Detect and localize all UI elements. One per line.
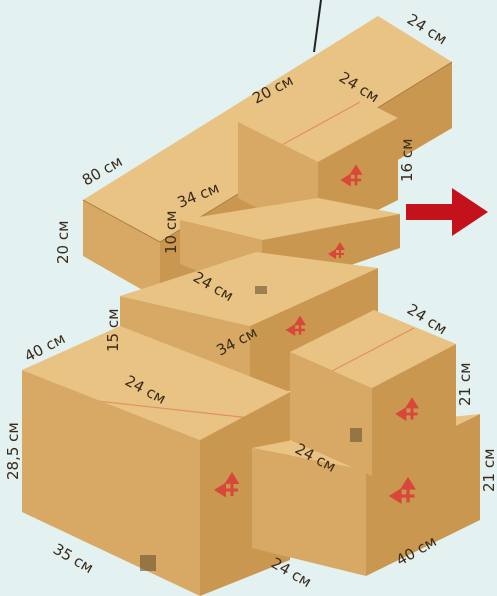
label-big-box-height: 28,5 см [4, 422, 22, 480]
label-flat-box-height: 10 см [162, 211, 180, 254]
right-arrow-icon [406, 188, 488, 236]
label-mid-box-height: 15 см [104, 309, 122, 352]
label-right-cube-height: 21 см [456, 363, 474, 406]
label-long-box-height: 20 см [54, 221, 72, 264]
right-cube-box [290, 310, 456, 476]
label-right-flat-height: 21 см [480, 449, 497, 492]
barcode-icon [255, 286, 267, 294]
barcode-icon [350, 428, 362, 442]
hanging-string [313, 0, 322, 53]
label-big-box-length: 35 см [50, 540, 97, 577]
barcode-icon [140, 555, 156, 571]
big-box [22, 326, 290, 596]
label-small-top-height: 16 см [398, 139, 416, 182]
